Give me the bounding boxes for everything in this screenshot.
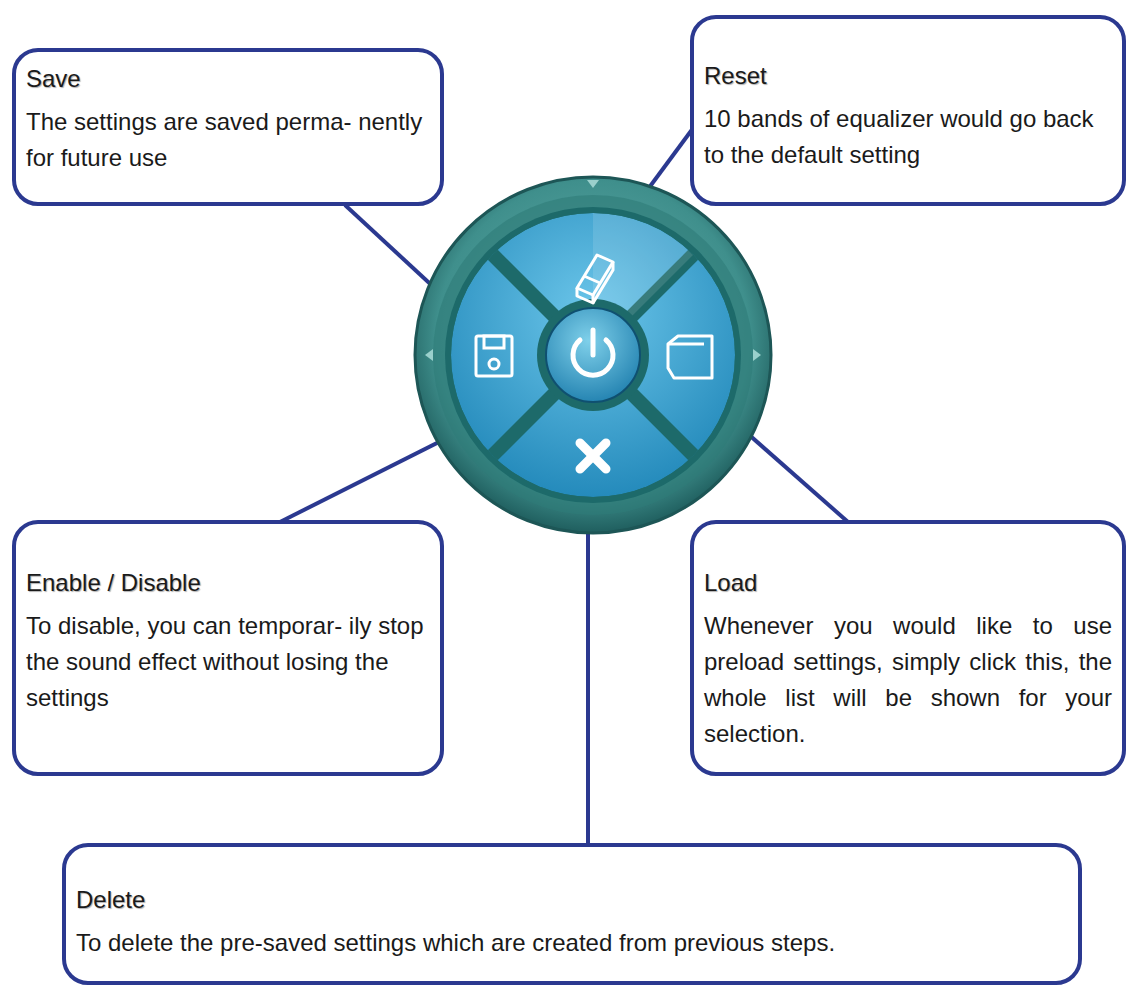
callout-heading: Enable / Disable	[26, 568, 430, 598]
callout-text: To disable, you can temporar- ily stop t…	[26, 608, 430, 716]
callout-heading: Save	[26, 64, 430, 94]
callout-text: The settings are saved perma- nently for…	[26, 104, 430, 176]
callout-text: To delete the pre-saved settings which a…	[76, 925, 1068, 961]
callout-text: Whenever you would like to use preload s…	[704, 608, 1112, 752]
callout-box: SaveThe settings are saved perma- nently…	[12, 48, 444, 206]
callout-heading: Load	[704, 568, 1112, 598]
callout-box: LoadWhenever you would like to use prelo…	[690, 520, 1126, 776]
callout-text: 10 bands of equalizer would go back to t…	[704, 101, 1112, 173]
callout-heading: Delete	[76, 885, 1068, 915]
callout-box: Delete To delete the pre-saved settings w…	[62, 843, 1082, 985]
callout-box: Enable / Disable To disable, you can temp…	[12, 520, 444, 776]
callout-heading: Reset	[704, 61, 1112, 91]
callout-box: Reset 10 bands of equalizer would go back…	[690, 15, 1126, 206]
